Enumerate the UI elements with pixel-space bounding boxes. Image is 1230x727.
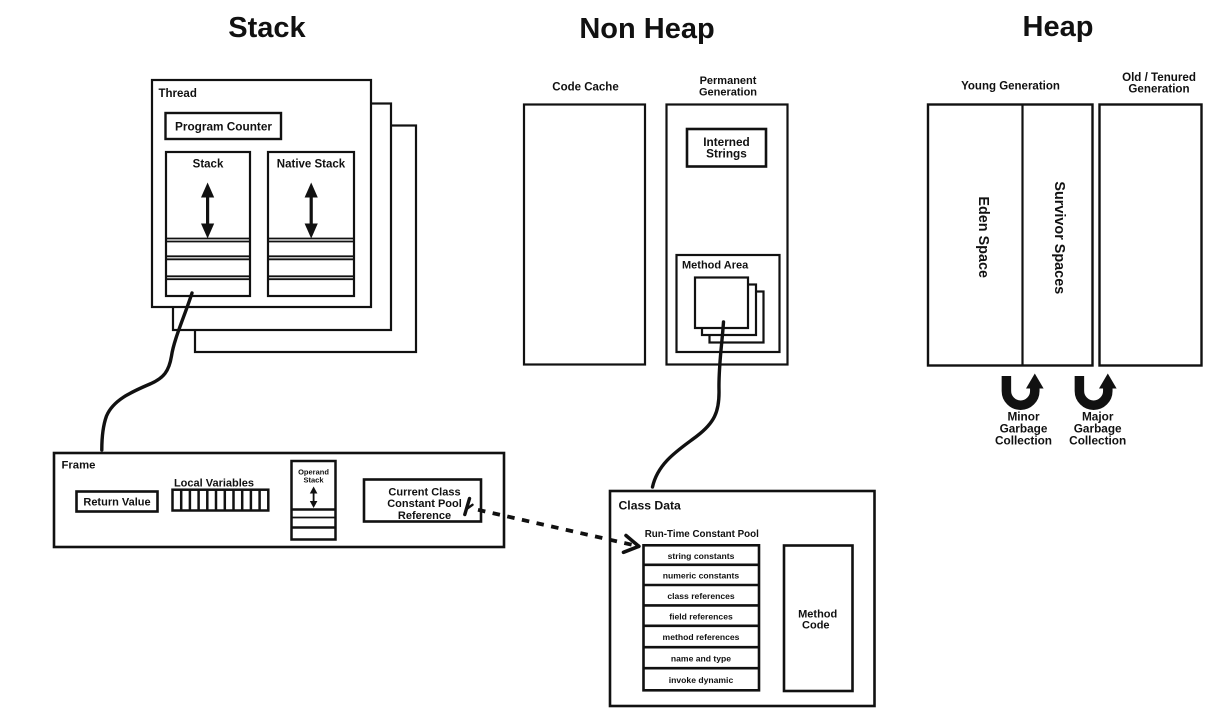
svg-text:Garbage: Garbage (1000, 422, 1048, 436)
svg-text:Permanent: Permanent (700, 75, 757, 87)
svg-text:method references: method references (663, 632, 740, 642)
svg-text:Generation: Generation (1128, 83, 1189, 96)
svg-text:Current Class: Current Class (388, 487, 460, 499)
svg-text:field references: field references (669, 611, 733, 621)
svg-text:Non Heap: Non Heap (579, 13, 714, 45)
svg-text:Operand: Operand (298, 468, 329, 477)
svg-text:Strings: Strings (706, 146, 747, 160)
svg-text:Class Data: Class Data (619, 498, 682, 512)
svg-text:Return Value: Return Value (83, 497, 150, 509)
svg-text:Program Counter: Program Counter (175, 120, 272, 134)
svg-text:Constant Pool: Constant Pool (387, 498, 462, 510)
svg-text:Eden Space: Eden Space (975, 196, 991, 278)
svg-text:Stack: Stack (228, 12, 306, 44)
svg-text:Frame: Frame (62, 460, 96, 472)
svg-text:numeric constants: numeric constants (663, 571, 740, 581)
svg-text:Garbage: Garbage (1074, 422, 1122, 436)
svg-text:Code Cache: Code Cache (552, 82, 618, 94)
svg-text:name and type: name and type (671, 653, 731, 663)
svg-text:Reference: Reference (398, 510, 451, 522)
svg-text:Method Area: Method Area (682, 260, 749, 272)
svg-text:Old / Tenured: Old / Tenured (1122, 71, 1196, 84)
svg-text:Heap: Heap (1023, 11, 1094, 43)
svg-text:Young Generation: Young Generation (961, 81, 1060, 93)
svg-text:Code: Code (802, 620, 830, 632)
svg-text:Run-Time Constant Pool: Run-Time Constant Pool (645, 529, 759, 540)
svg-text:string constants: string constants (668, 551, 735, 561)
svg-text:Collection: Collection (995, 434, 1052, 448)
svg-text:Stack: Stack (303, 476, 324, 485)
svg-text:Thread: Thread (159, 88, 197, 100)
svg-text:Collection: Collection (1069, 434, 1126, 448)
svg-text:Survivor Spaces: Survivor Spaces (1051, 181, 1067, 294)
svg-text:Generation: Generation (699, 87, 757, 99)
svg-text:class references: class references (667, 591, 735, 601)
svg-text:Major: Major (1082, 410, 1114, 424)
svg-text:Native Stack: Native Stack (277, 159, 346, 171)
svg-text:Interned: Interned (703, 135, 750, 149)
svg-text:Method: Method (798, 609, 837, 621)
svg-text:Minor: Minor (1007, 410, 1040, 424)
svg-text:Local Variables: Local Variables (174, 478, 254, 490)
svg-text:invoke dynamic: invoke dynamic (669, 675, 734, 685)
svg-text:Stack: Stack (193, 159, 224, 171)
